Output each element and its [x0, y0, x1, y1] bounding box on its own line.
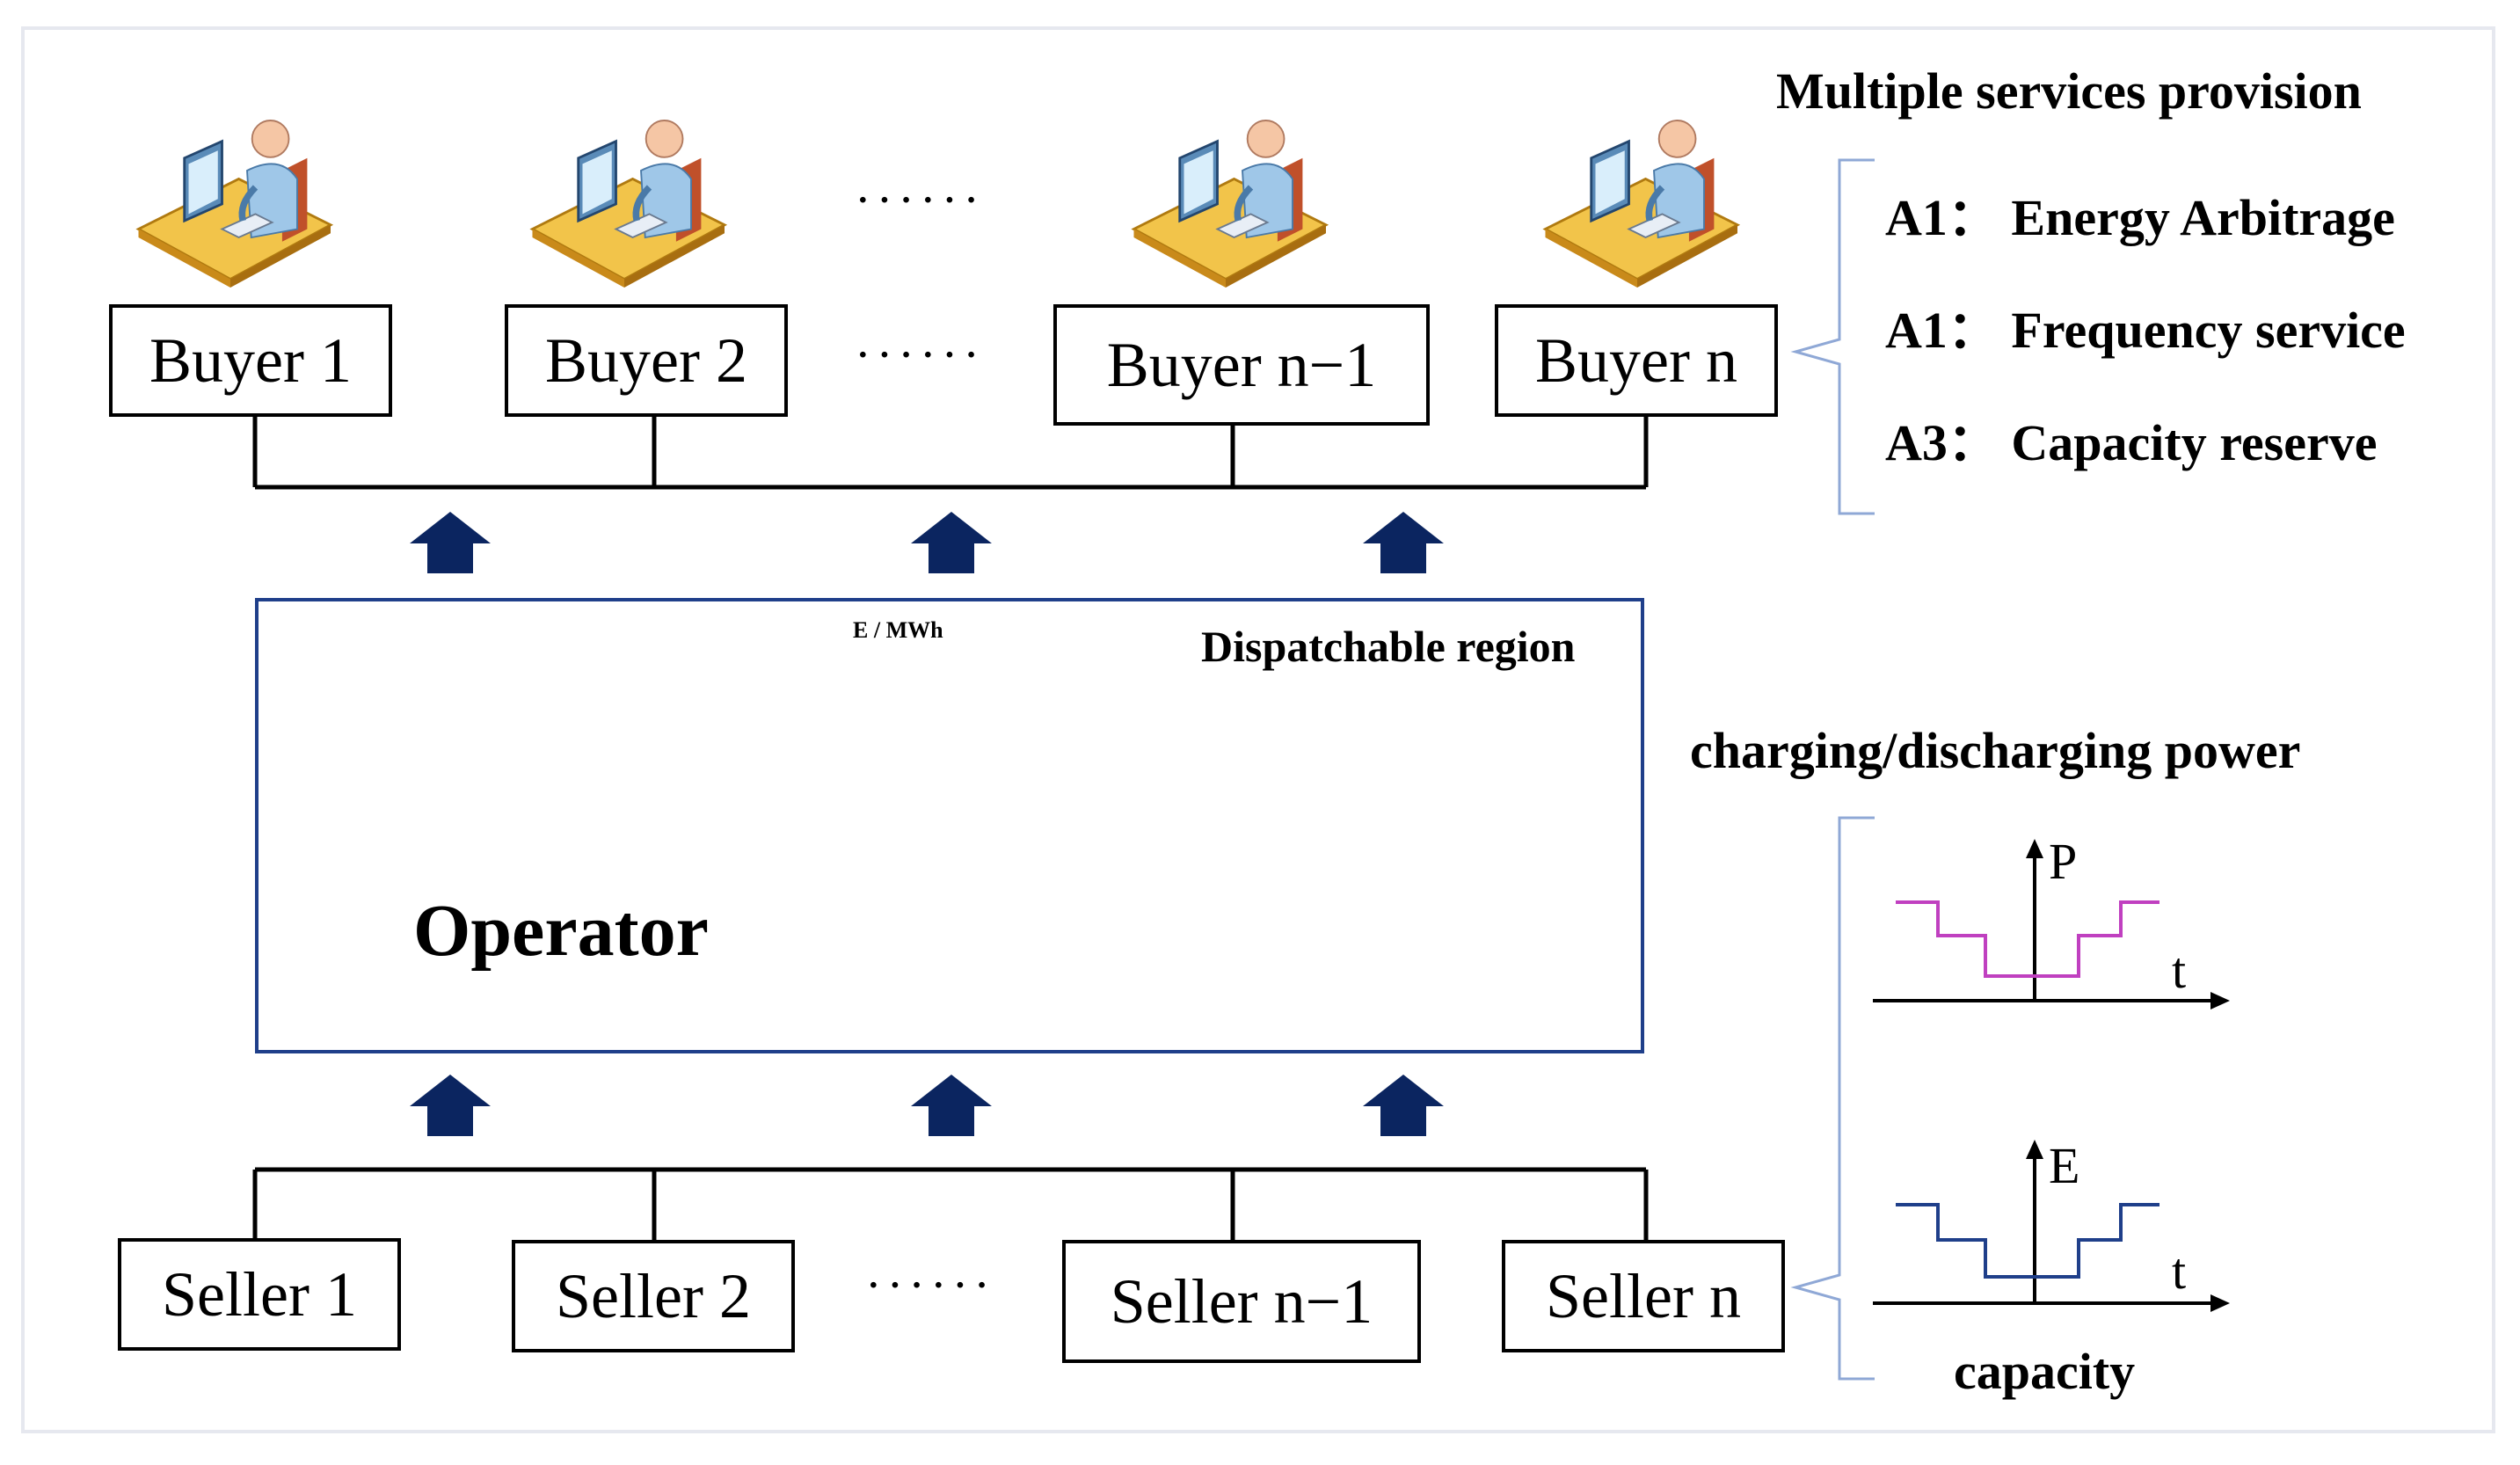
power-brace [1790, 816, 1875, 1381]
seller-2-box: Seller 2 [512, 1240, 795, 1352]
person-computer-icon [529, 120, 728, 288]
buyer-1-box: Buyer 1 [109, 304, 392, 417]
service-item: A3： Capacity reserve [1885, 414, 2378, 471]
capacity-step-line [1896, 1203, 2159, 1279]
seller-label: Seller 1 [162, 1258, 357, 1330]
operator-label: Operator [413, 890, 709, 972]
up-arrow-icon [1363, 1075, 1444, 1136]
person-computer-icon [1131, 120, 1329, 288]
buyer-label: Buyer n [1535, 324, 1737, 396]
up-arrow-icon [410, 512, 491, 573]
capacity-label: capacity [1954, 1343, 2136, 1400]
up-arrow-icon [410, 1075, 491, 1136]
seller-boxes-ellipsis: ······ [865, 1258, 995, 1313]
buyer-label: Buyer 2 [545, 324, 747, 396]
e-axis-label: E [2049, 1137, 2080, 1194]
services-title: Multiple services provision [1776, 62, 2362, 120]
seller-label: Seller n [1546, 1260, 1741, 1331]
seller-n-1-box: Seller n−1 [1062, 1240, 1421, 1363]
service-item: A1： Frequency service [1885, 302, 2406, 359]
up-arrow-icon [911, 512, 992, 573]
buyer-icons-ellipsis: ······ [855, 173, 985, 228]
power-step-line [1896, 900, 2159, 978]
operator-box [255, 598, 1644, 1053]
seller-label: Seller 2 [556, 1260, 751, 1331]
capacity-step-chart [1873, 1140, 2230, 1312]
buyer-label: Buyer 1 [149, 324, 352, 396]
buyer-label: Buyer n−1 [1106, 329, 1377, 400]
service-item: A1： Energy Arbitrage [1885, 189, 2395, 246]
power-step-chart [1873, 839, 2230, 1009]
buyer-n-box: Buyer n [1495, 304, 1778, 417]
p-axis-label: P [2049, 833, 2078, 890]
outer-frame [21, 26, 2495, 1433]
chart-y-axis-title: E / MWh [853, 617, 943, 643]
buyer-n-1-box: Buyer n−1 [1053, 304, 1430, 426]
seller-n-box: Seller n [1502, 1240, 1785, 1352]
t-axis-label: t [2172, 942, 2187, 999]
seller-1-box: Seller 1 [118, 1238, 401, 1351]
power-panel-title: charging/discharging power [1690, 722, 2301, 779]
person-computer-icon [135, 120, 334, 288]
t-axis-label: t [2172, 1243, 2187, 1300]
person-computer-icon [1542, 120, 1741, 288]
up-arrow-icon [1363, 512, 1444, 573]
seller-label: Seller n−1 [1110, 1265, 1373, 1337]
buyer-boxes-ellipsis: ······ [855, 328, 985, 383]
chart-legend-label: Dispatchable region [1201, 622, 1576, 671]
services-brace [1790, 158, 1875, 515]
buyer-2-box: Buyer 2 [505, 304, 788, 417]
up-arrow-icon [911, 1075, 992, 1136]
